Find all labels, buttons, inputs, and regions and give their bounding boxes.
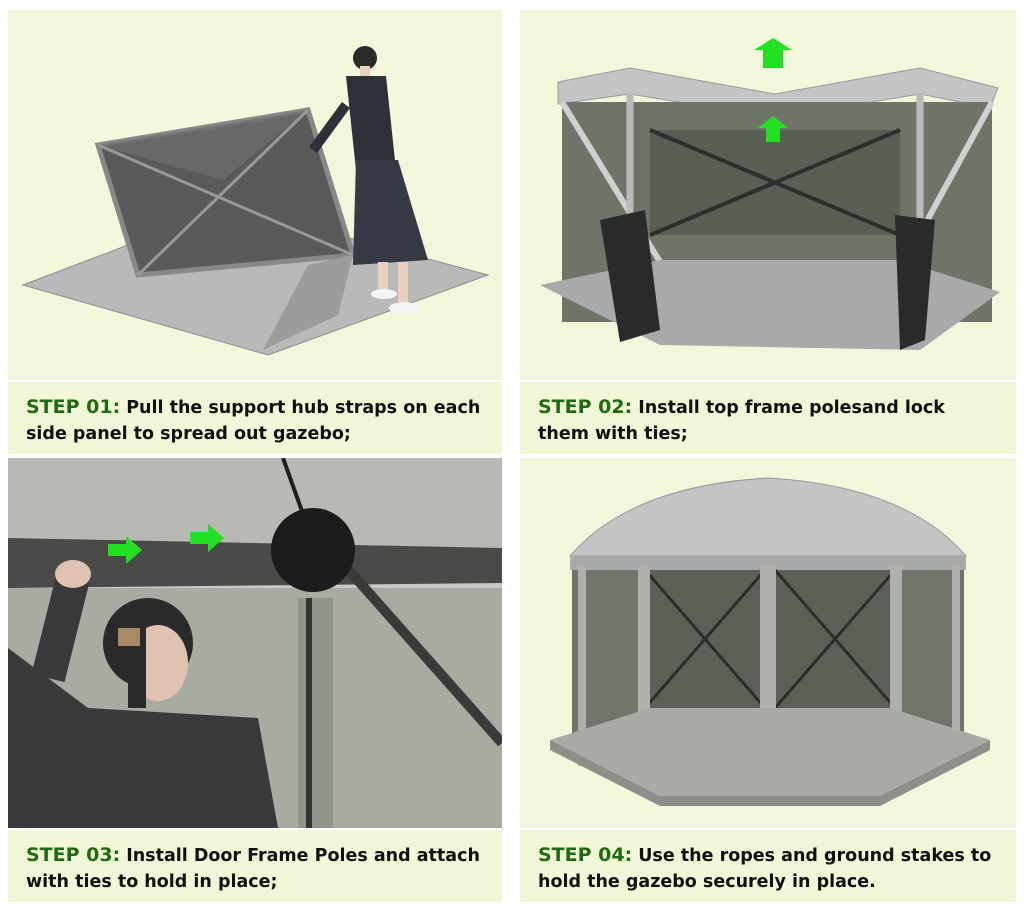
step-04-text: Use the ropes and ground stakes to hold … [538,846,992,892]
step-04-label: STEP 04: [538,844,633,866]
step-03-label: STEP 03: [26,844,121,866]
step-04-caption: STEP 04:Use the ropes and ground stakes … [520,830,1016,902]
step-01-caption: STEP 01:Pull the support hub straps on e… [8,382,502,454]
step-02-text: Install top frame polesand lock them wit… [538,398,945,444]
step-03-text: Install Door Frame Poles and attach with… [26,846,480,892]
step-03-caption: STEP 03:Install Door Frame Poles and att… [8,830,502,902]
step-04-photo [520,458,1016,828]
step-03-photo [8,458,502,828]
step-01-label: STEP 01: [26,396,121,418]
step-01-photo [8,10,502,380]
step-02-photo [520,10,1016,380]
step-01-text: Pull the support hub straps on each side… [26,398,481,444]
step-02-caption: STEP 02:Install top frame polesand lock … [520,382,1016,454]
step-02-label: STEP 02: [538,396,633,418]
